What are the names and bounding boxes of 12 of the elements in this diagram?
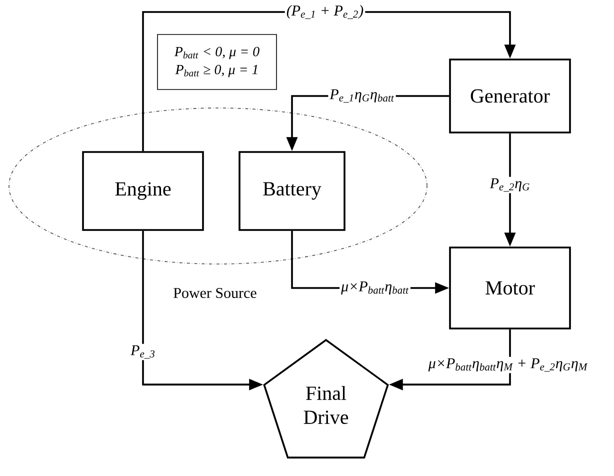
edge-label: P$_{e_2}$η$_{G}$ (488, 176, 532, 194)
edge-label: (P$_{e_1}$ + P$_{e_2}$) (284, 4, 366, 20)
engine-box: Engine (82, 151, 204, 231)
battery-box: Battery (238, 151, 346, 231)
edge-label: P$_{e_3}$ (129, 344, 157, 360)
edge-label: μ×P$_{batt}$η$_{batt}$η$_{M}$ + P$_{e_2}$η$_{G}$η$_{M}$ (426, 356, 590, 374)
edge-label: μ×P$_{batt}$η$_{batt}$ (340, 280, 410, 296)
edge-label: P$_{e_1}$η$_{G}$η$_{batt}$ (328, 88, 396, 104)
node-label: Power Source (174, 288, 256, 298)
motor-box: Motor (449, 246, 571, 330)
condition-box: P$_{batt}$ < 0, μ = 0 P$_{batt}$ ≥ 0, μ = 1 (157, 34, 277, 90)
generator-box: Generator (449, 58, 571, 134)
